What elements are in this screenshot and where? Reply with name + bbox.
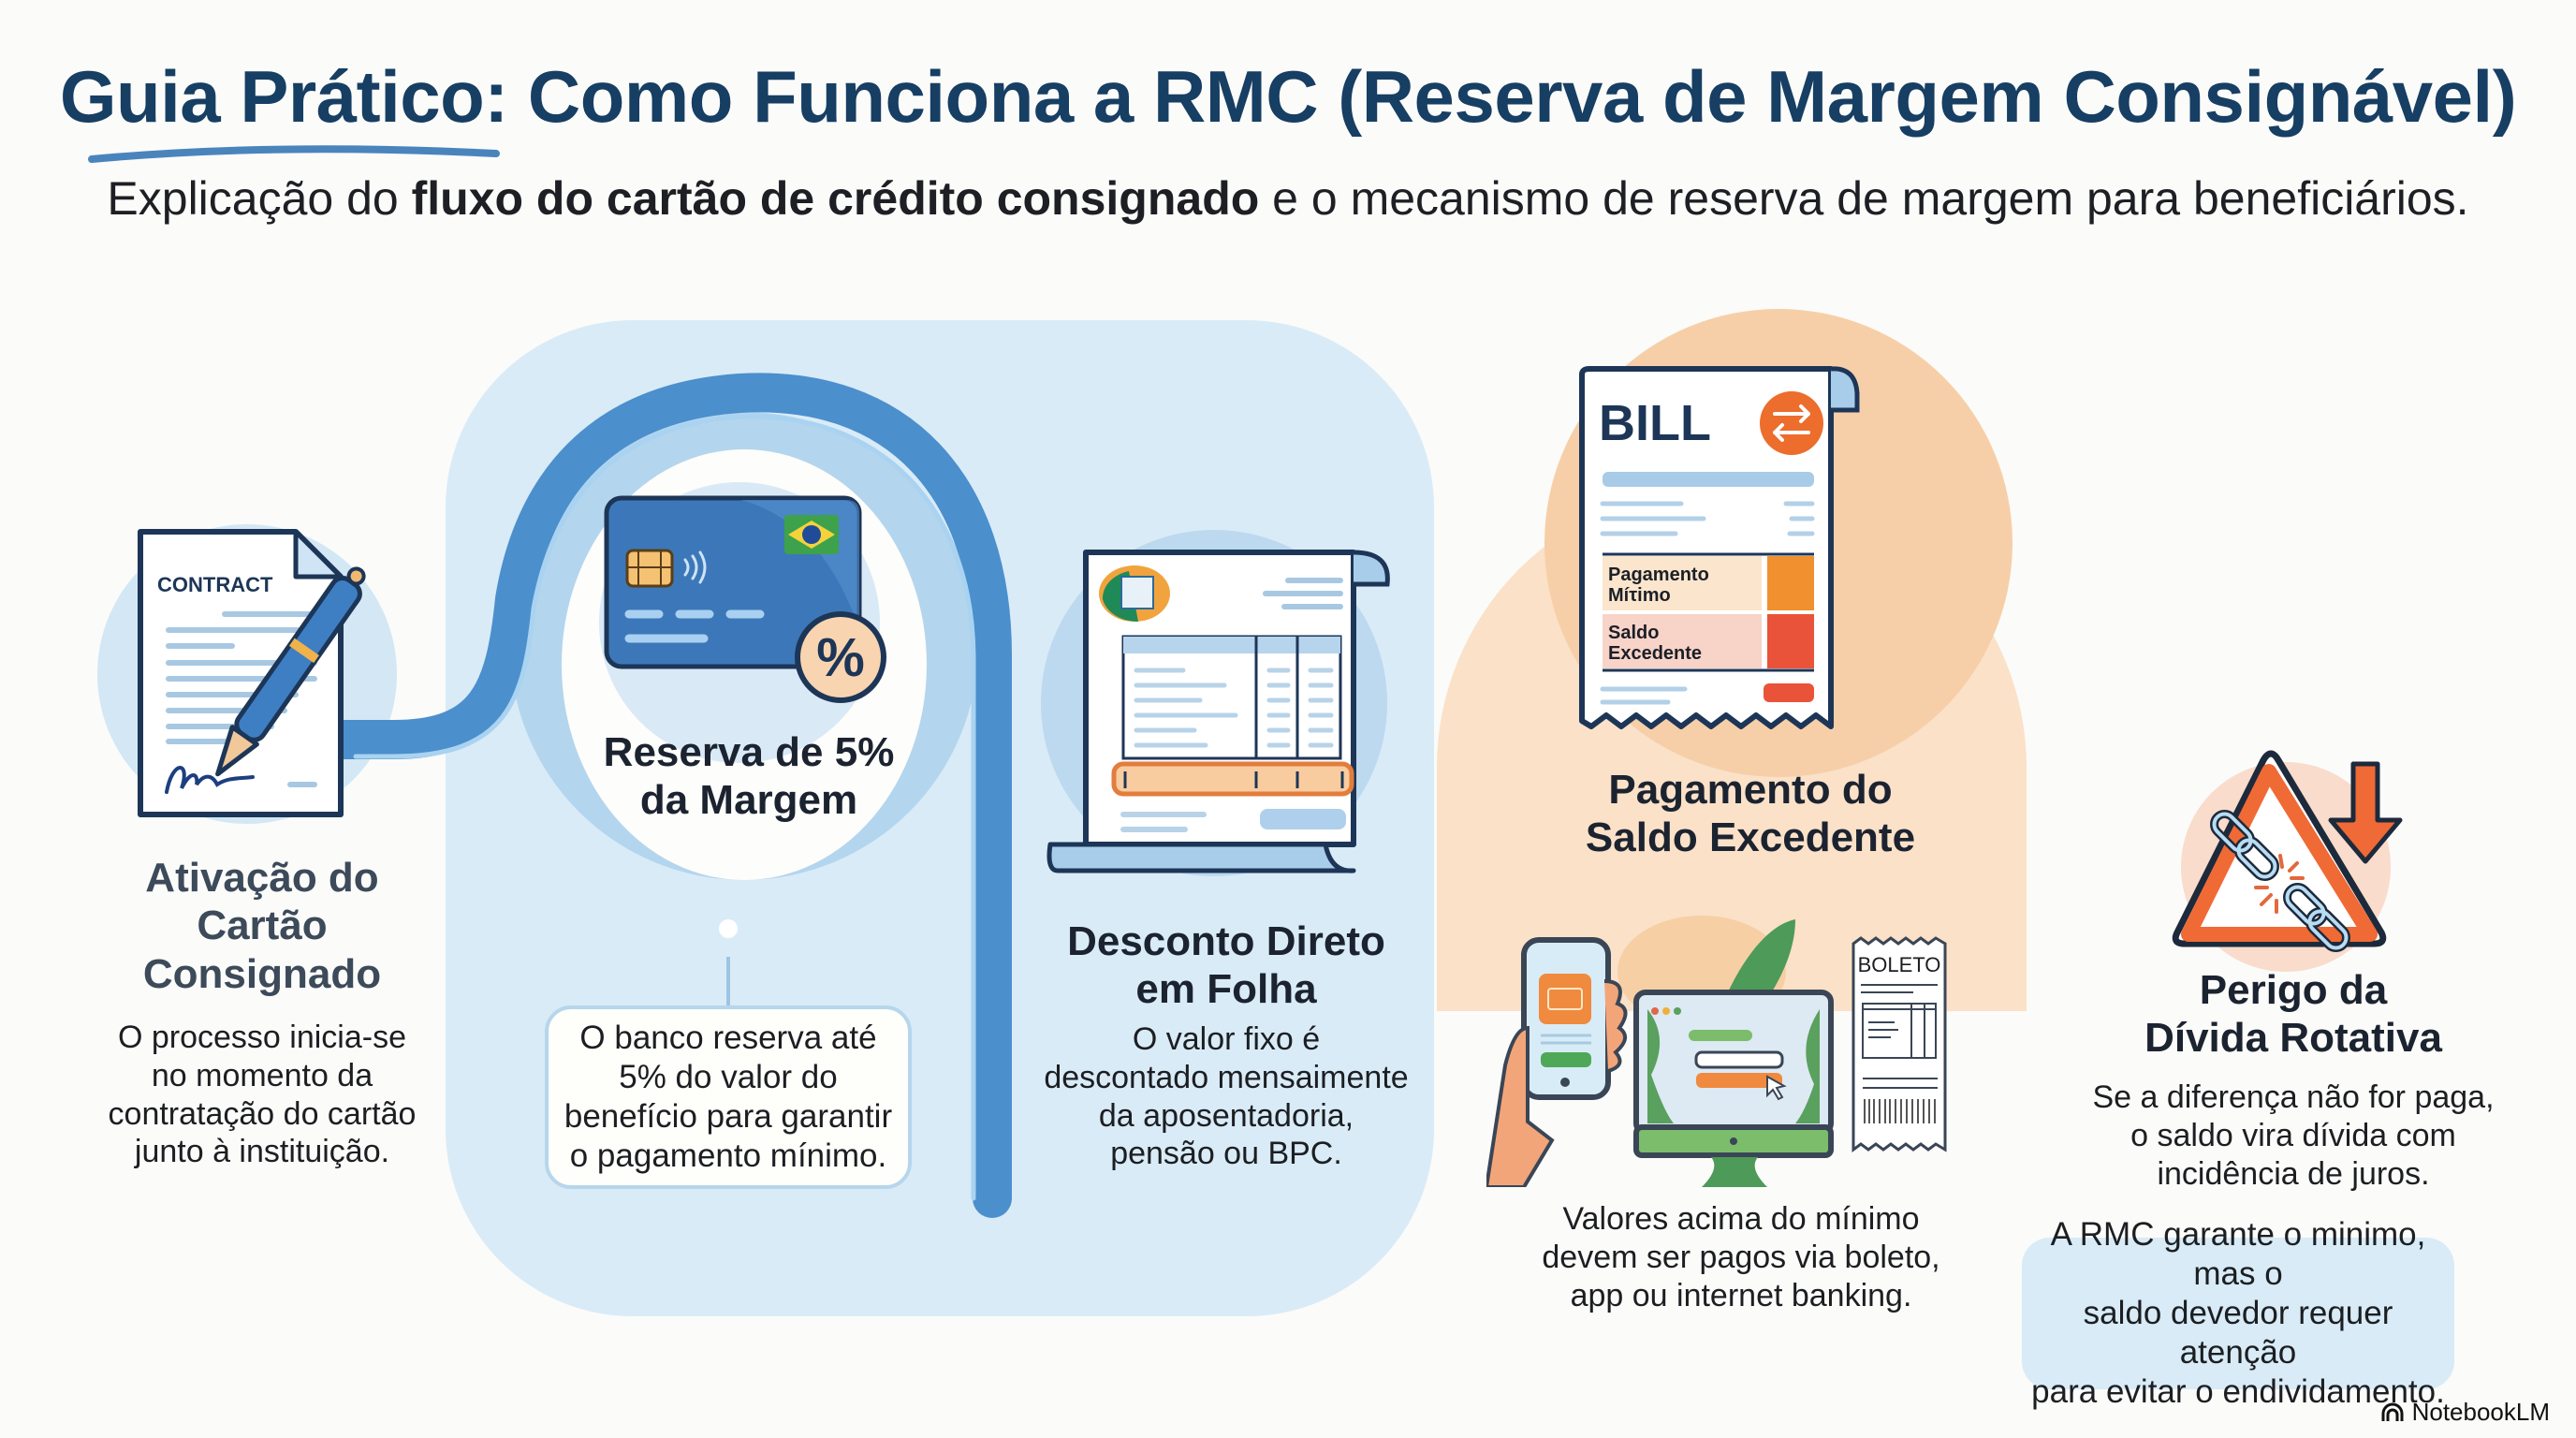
page-title: Guia Prático: Como Funciona a RMC (Reser… [59, 55, 2517, 138]
step-title: Pagamento do Saldo Excedente [1585, 767, 1916, 861]
svg-text:BOLETO: BOLETO [1858, 953, 1941, 976]
step-reserva: % Reserva de 5% da Margem [524, 468, 973, 1217]
svg-text:Saldo: Saldo [1608, 623, 1659, 643]
page-subtitle: Explicação do fluxo do cartão de crédito… [107, 172, 2469, 225]
warning-broken-chain-icon [2172, 750, 2403, 952]
step-title: Desconto Direto em Folha [1067, 918, 1385, 1013]
step-pagamento: BILL Pagamento Míτimo Saldo Excedente Pa… [1460, 356, 2041, 1313]
svg-text:BILL: BILL [1599, 395, 1711, 451]
connector-line [726, 957, 730, 1005]
step-title: Perigo da Dívida Rotativa [2144, 967, 2442, 1062]
notebooklm-logo-icon [2381, 1402, 2404, 1421]
step-body: O processo inicia-se no momento da contr… [108, 1020, 417, 1170]
phone-computer-boleto-icon: BOLETO [1486, 916, 1947, 1187]
step-body: Se a diferença não for paga, o saldo vir… [2092, 1079, 2495, 1192]
step-desconto: Desconto Direto em Folha O valor fixo é … [1020, 534, 1432, 1189]
title-underline [88, 145, 500, 163]
step-perigo: Perigo da Dívida Rotativa Se a diferença… [2041, 730, 2546, 1386]
svg-text:Pagamento: Pagamento [1608, 565, 1709, 585]
reserva-note-box: O banco reserva até 5% do valor do benef… [545, 1005, 912, 1189]
step-body: Valores acima do mínimo devem ser pagos … [1542, 1201, 1940, 1313]
bill-receipt-icon: BILL Pagamento Míτimo Saldo Excedente [1579, 366, 1860, 729]
rmc-tip-box: A RMC garante o minimo, mas o saldo deve… [2022, 1216, 2454, 1410]
svg-text:%: % [816, 627, 865, 688]
payslip-document-icon [1046, 550, 1390, 873]
step-ativacao: CONTRACT Ativação do Cartão Consignado O… [56, 506, 468, 1180]
contract-signing-icon: CONTRACT [138, 529, 366, 817]
step-title: Ativação do Cartão Consignado [142, 855, 382, 997]
credit-card-percent-icon: % [604, 495, 886, 703]
svg-text:Míτimo: Míτimo [1608, 585, 1671, 606]
notebooklm-brand: NotebookLM [2380, 1398, 2550, 1427]
svg-text:Excedente: Excedente [1608, 643, 1702, 664]
connector-dot [719, 919, 738, 938]
step-body: O valor fixo é descontado mensaimente da… [1044, 1021, 1409, 1172]
step-title: Reserva de 5% da Margem [603, 729, 895, 824]
svg-text:CONTRACT: CONTRACT [157, 573, 273, 596]
